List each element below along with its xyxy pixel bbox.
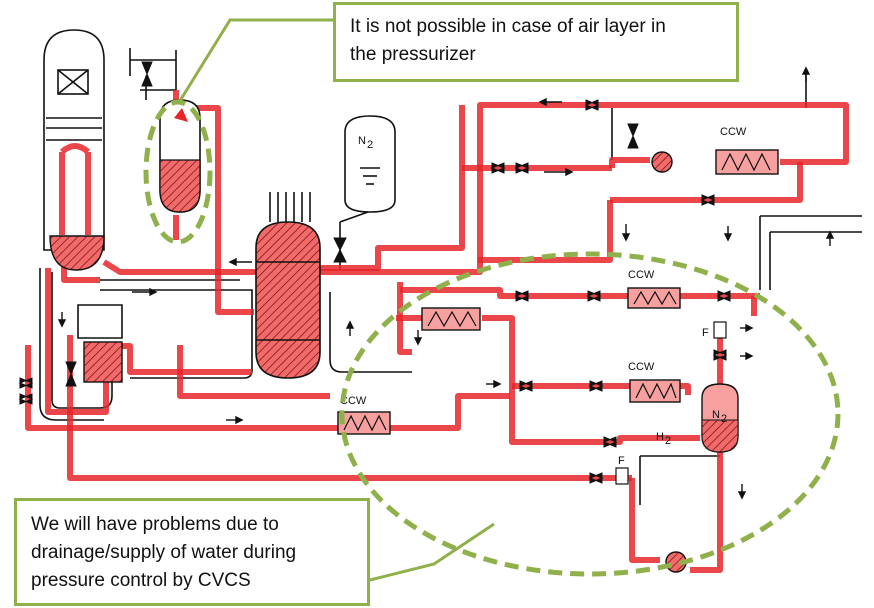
diagram-labels: N 2 CCW CCW CCW CCW N 2 H 2 F F (340, 126, 747, 467)
sg-channel-head (49, 235, 105, 271)
filter-label-2: F (618, 455, 625, 467)
valve-icon (333, 237, 347, 263)
sg-u-tubes (59, 143, 91, 235)
reactor-vessel (255, 221, 321, 379)
valve-icon (584, 99, 600, 111)
vct-n2-sub: 2 (721, 413, 727, 425)
valve-icon (141, 61, 153, 87)
ccw-hx-4 (337, 411, 391, 435)
regenerative-hx (421, 307, 481, 331)
ccw-label-4: CCW (340, 395, 367, 407)
callout-pointers (176, 18, 495, 582)
valve-icon (514, 290, 530, 302)
valve-icon (588, 472, 604, 484)
filter-2 (615, 467, 629, 485)
callout-air-layer: It is not possible in case of air layer … (333, 2, 739, 82)
ccw-label-1: CCW (720, 126, 747, 138)
valve-icon (514, 162, 530, 174)
callout-bottom-line-2: drainage/supply of water during (31, 542, 297, 563)
valve-icon (18, 393, 34, 405)
components (49, 99, 779, 573)
red-highlight-piping (25, 90, 849, 573)
h2-sub: 2 (665, 435, 671, 447)
vct-n2-label: N (712, 409, 720, 421)
callout-cvcs-problems: We will have problems due to drainage/su… (14, 498, 370, 606)
h2-label: H (656, 431, 664, 443)
ccw-label-3: CCW (628, 361, 655, 373)
valve-icon (700, 194, 716, 206)
valve-icon (65, 361, 77, 387)
callout-top-line-1: It is not possible in case of air layer … (350, 16, 666, 37)
valves (18, 61, 732, 484)
n2-tank-label: N (358, 135, 366, 147)
valve-icon (586, 290, 602, 302)
ccw-label-2: CCW (628, 269, 655, 281)
valve-icon (490, 162, 506, 174)
callout-bottom-line-3: pressure control by CVCS (31, 570, 251, 591)
valve-icon (716, 290, 732, 302)
valve-icon (18, 377, 34, 389)
ccw-hx-3 (629, 379, 681, 403)
ccw-hx-1 (715, 149, 779, 175)
black-piping (39, 29, 862, 505)
valve-icon (627, 123, 639, 149)
spray-nozzle (174, 108, 188, 122)
pressurizer-water (159, 159, 201, 213)
bottom-callout-pointer (369, 522, 495, 582)
pump-top (651, 151, 673, 173)
top-callout-pointer (176, 18, 333, 105)
cvcs-highlight-ellipse (339, 251, 841, 577)
valve-icon (518, 380, 534, 392)
valve-icon (602, 436, 618, 448)
flow-arrows (57, 66, 835, 500)
n2-tank-sub: 2 (367, 139, 373, 151)
callout-top-line-2: the pressurizer (350, 44, 476, 65)
rc-pump (83, 341, 123, 383)
filter-1 (713, 321, 727, 339)
valve-icon (588, 380, 604, 392)
filter-label-1: F (702, 327, 709, 339)
callout-bottom-line-1: We will have problems due to (31, 514, 279, 535)
valve-icon (712, 349, 728, 361)
